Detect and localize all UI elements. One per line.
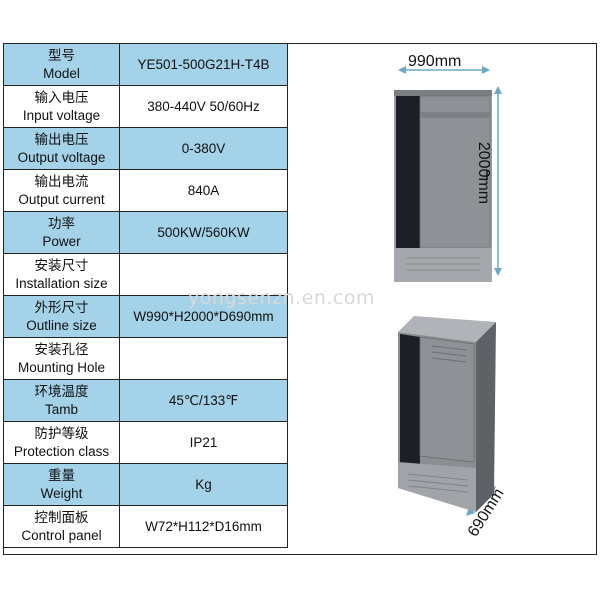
spec-label-en: Outline size — [26, 317, 97, 333]
spec-value: W990*H2000*D690mm — [119, 295, 288, 338]
spec-row: 防护等级 Protection class IP21 — [3, 421, 288, 464]
spec-label-en: Weight — [40, 485, 83, 501]
spec-value: 380-440V 50/60Hz — [119, 85, 288, 128]
spec-value: 840A — [119, 169, 288, 212]
spec-label-en: Output current — [18, 191, 105, 207]
spec-label-zh: 防护等级 — [34, 425, 89, 441]
spec-label-en: Input voltage — [22, 107, 101, 123]
height-label: 2000mm — [475, 141, 493, 205]
spec-label-zh: 输入电压 — [34, 89, 89, 105]
spec-row: 输出电流 Output current 840A — [3, 169, 288, 212]
spec-value: YE501-500G21H-T4B — [119, 43, 288, 86]
spec-value: 0-380V — [119, 127, 288, 170]
spec-value: 45℃/133℉ — [119, 379, 288, 422]
spec-label-en: Tamb — [44, 401, 78, 417]
spec-row: 控制面板 Control panel W72*H112*D16mm — [3, 505, 288, 548]
spec-label-en: Power — [42, 233, 81, 249]
spec-table: 型号 Model YE501-500G21H-T4B 输入电压 Input voltag… — [3, 43, 288, 548]
width-label: 990mm — [408, 53, 462, 70]
watermark: yongsenzn.en.com — [188, 287, 376, 309]
spec-label-zh: 重量 — [48, 467, 75, 483]
spec-label: 输出电流 Output current — [3, 169, 120, 212]
spec-label-zh: 环境温度 — [34, 383, 89, 399]
spec-label: 功率 Power — [3, 211, 120, 254]
spec-row: 外形尺寸 Outline size W990*H2000*D690mm — [3, 295, 288, 338]
spec-label-zh: 功率 — [48, 215, 75, 231]
spec-label: 安装尺寸 Installation size — [3, 253, 120, 296]
spec-row: 输入电压 Input voltage 380-440V 50/60Hz — [3, 85, 288, 128]
spec-label-en: Output voltage — [17, 149, 106, 165]
spec-label-zh: 型号 — [48, 47, 75, 63]
spec-row: 安装孔径 Mounting Hole — [3, 337, 288, 380]
spec-label-en: Installation size — [15, 275, 108, 291]
spec-label-en: Mounting Hole — [17, 359, 106, 375]
spec-label-zh: 输出电压 — [34, 131, 89, 147]
spec-label-en: Model — [43, 65, 80, 81]
spec-label-zh: 外形尺寸 — [34, 299, 89, 315]
spec-label-en: Control panel — [21, 527, 102, 543]
spec-label-zh: 输出电流 — [34, 173, 89, 189]
spec-row: 安装尺寸 Installation size — [3, 253, 288, 296]
spec-row: 功率 Power 500KW/560KW — [3, 211, 288, 254]
spec-value: Kg — [119, 463, 288, 506]
cabinet-front-view — [394, 90, 492, 282]
cabinet-perspective-view — [398, 316, 496, 512]
spec-value: IP21 — [119, 421, 288, 464]
spec-label: 安装孔径 Mounting Hole — [3, 337, 120, 380]
spec-row: 环境温度 Tamb 45℃/133℉ — [3, 379, 288, 422]
spec-label-en: Protection class — [13, 443, 110, 459]
spec-value: W72*H112*D16mm — [119, 505, 288, 548]
spec-label-zh: 安装孔径 — [34, 341, 89, 357]
spec-label: 重量 Weight — [3, 463, 120, 506]
spec-label-zh: 安装尺寸 — [34, 257, 89, 273]
spec-value — [119, 337, 288, 380]
spec-label: 环境温度 Tamb — [3, 379, 120, 422]
spec-row: 重量 Weight Kg — [3, 463, 288, 506]
spec-label-zh: 控制面板 — [34, 509, 89, 525]
spec-label: 输出电压 Output voltage — [3, 127, 120, 170]
spec-label: 控制面板 Control panel — [3, 505, 120, 548]
spec-label: 防护等级 Protection class — [3, 421, 120, 464]
spec-row: 输出电压 Output voltage 0-380V — [3, 127, 288, 170]
spec-value: 500KW/560KW — [119, 211, 288, 254]
